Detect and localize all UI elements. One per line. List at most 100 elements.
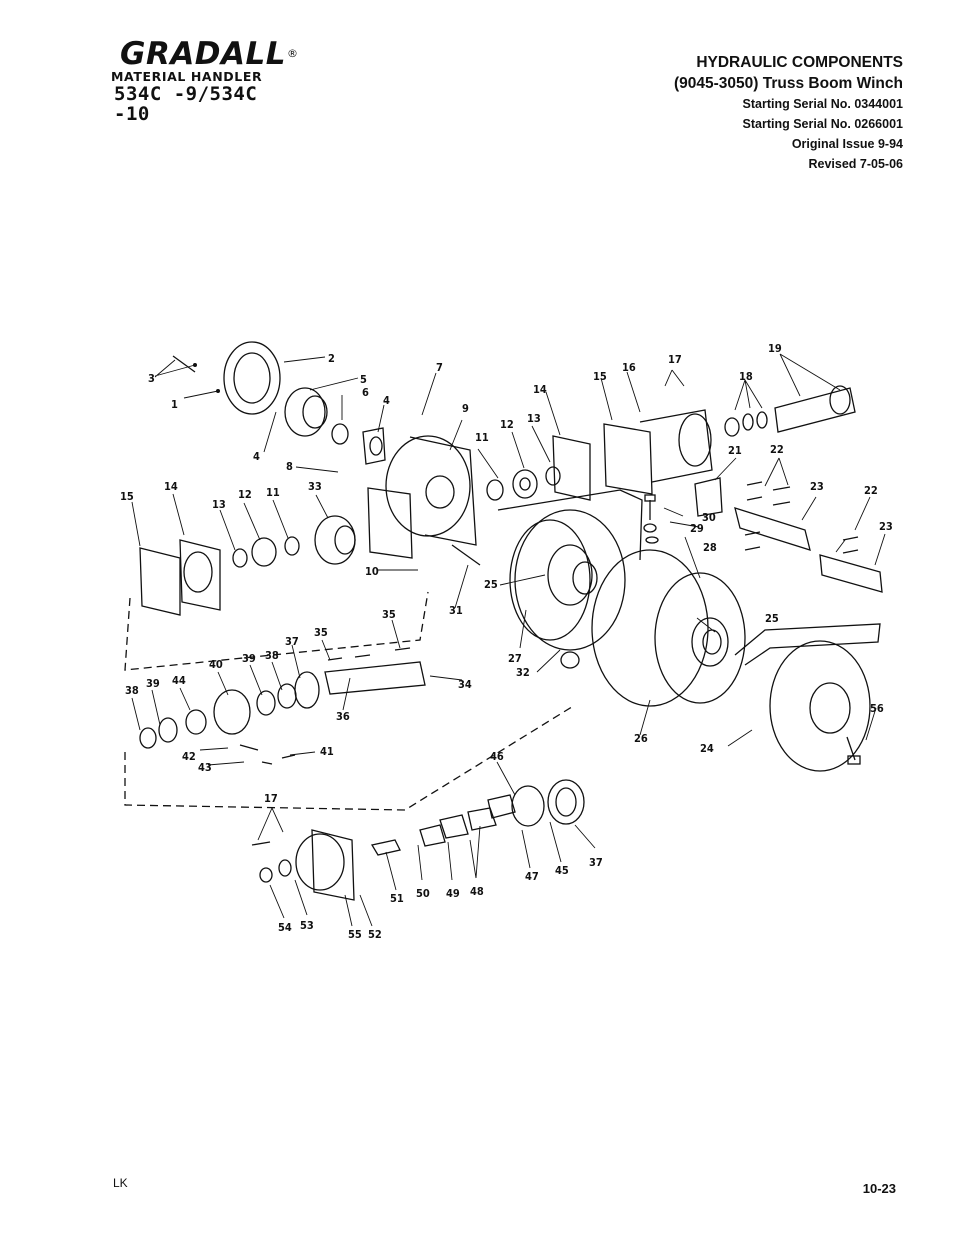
drum-shaft-part (734, 507, 811, 551)
callout-number: 24 (700, 742, 714, 755)
callout-number: 30 (702, 511, 716, 524)
callout-number: 4 (253, 450, 260, 463)
original-issue: Original Issue 9-94 (791, 137, 903, 151)
drive-housing-part (223, 341, 281, 415)
serial-number-2: Starting Serial No. 0266001 (742, 117, 904, 131)
callout-number: 54 (278, 921, 292, 934)
callout-number: 35 (314, 626, 328, 639)
logo-model: 534C -9/534C -10 (114, 83, 258, 125)
callout-number: 52 (368, 928, 382, 941)
logo-subtitle: MATERIAL HANDLER (111, 69, 263, 84)
callout-number: 5 (360, 373, 367, 386)
callout-number: 4 (383, 394, 390, 407)
callout-number: 26 (634, 732, 648, 745)
callout-number: 38 (265, 649, 279, 662)
callout-number: 55 (348, 928, 362, 941)
callout-number: 37 (589, 856, 603, 869)
callout-number: 47 (525, 870, 539, 883)
callout-number: 53 (300, 919, 314, 932)
callout-number: 12 (238, 488, 252, 501)
callout-number: 23 (879, 520, 893, 533)
callout-number: 14 (533, 383, 547, 396)
callout-number: 14 (164, 480, 178, 493)
callout-number: 15 (120, 490, 134, 503)
brake-hub-part (385, 435, 471, 537)
logo-brand: GRADALL® (120, 36, 299, 72)
callout-number: 35 (382, 608, 396, 621)
callout-number: 8 (286, 460, 293, 473)
seal-ring-part (331, 423, 349, 445)
callout-number: 17 (668, 353, 682, 366)
callout-number: 13 (527, 412, 541, 425)
document-header: HYDRAULIC COMPONENTS (9045-3050) Truss B… (674, 52, 903, 174)
motor-adapter-part (603, 423, 653, 495)
bushing-part (362, 427, 386, 465)
callout-number: 7 (436, 361, 443, 374)
callout-number: 2 (328, 352, 335, 365)
callout-number: 6 (362, 386, 369, 399)
gradall-logo: GRADALL® MATERIAL HANDLER 534C -9/534C -… (110, 38, 300, 124)
callout-number: 43 (198, 761, 212, 774)
callout-number: 51 (390, 892, 404, 905)
callout-number: 46 (490, 750, 504, 763)
mounting-plate-part (367, 487, 413, 559)
drive-gear-part (284, 387, 326, 437)
callout-number: 22 (864, 484, 878, 497)
input-shaft-part (324, 661, 426, 695)
callout-number: 50 (416, 887, 430, 900)
header-subtitle: (9045-3050) Truss Boom Winch (674, 75, 903, 92)
callout-number: 29 (690, 522, 704, 535)
callout-number: 16 (622, 361, 636, 374)
callout-number: 36 (336, 710, 350, 723)
callout-number: 1 (171, 398, 178, 411)
page-number: 10-23 (862, 1181, 896, 1196)
callout-number: 39 (242, 652, 256, 665)
callout-number: 28 (703, 541, 717, 554)
cover-plate-part (311, 829, 355, 901)
callout-number: 3 (148, 372, 155, 385)
callout-number: 31 (449, 604, 463, 617)
callout-number: 23 (810, 480, 824, 493)
callout-number: 11 (475, 431, 489, 444)
serial-number-1: Starting Serial No. 0344001 (742, 97, 904, 111)
callout-number: 18 (739, 370, 753, 383)
flange-plate-part (139, 547, 181, 616)
callout-number: 22 (770, 443, 784, 456)
callout-number: 37 (285, 635, 299, 648)
callout-number: 25 (765, 612, 779, 625)
callout-number: 40 (209, 658, 223, 671)
brake-piston-part (511, 785, 545, 827)
callout-number: 41 (320, 745, 334, 758)
splined-shaft-part (774, 387, 856, 433)
callout-number: 39 (146, 677, 160, 690)
callout-number: 13 (212, 498, 226, 511)
header-title: HYDRAULIC COMPONENTS (696, 54, 903, 71)
callout-number: 19 (768, 342, 782, 355)
callout-number: 21 (728, 444, 742, 457)
callout-number: 15 (593, 370, 607, 383)
callout-number: 17 (264, 792, 278, 805)
footer-initials: LK (113, 1176, 128, 1190)
callout-number: 9 (462, 402, 469, 415)
bearing-race-part (213, 689, 251, 735)
bearing-part (512, 469, 538, 499)
callout-number: 45 (555, 864, 569, 877)
callout-number: 25 (484, 578, 498, 591)
winch-drum-part (591, 549, 709, 707)
callout-number: 10 (365, 565, 379, 578)
revised-date: Revised 7-05-06 (808, 157, 903, 171)
end-bracket-part (769, 640, 871, 772)
callout-number: 32 (516, 666, 530, 679)
callout-number: 42 (182, 750, 196, 763)
callout-number: 48 (470, 885, 484, 898)
registered-mark: ® (287, 47, 299, 60)
callout-number: 33 (308, 480, 322, 493)
callout-number: 56 (870, 702, 884, 715)
callout-number: 12 (500, 418, 514, 431)
callout-number: 49 (446, 887, 460, 900)
callout-number: 44 (172, 674, 186, 687)
callout-number: 38 (125, 684, 139, 697)
callout-number: 27 (508, 652, 522, 665)
callout-number: 34 (458, 678, 472, 691)
